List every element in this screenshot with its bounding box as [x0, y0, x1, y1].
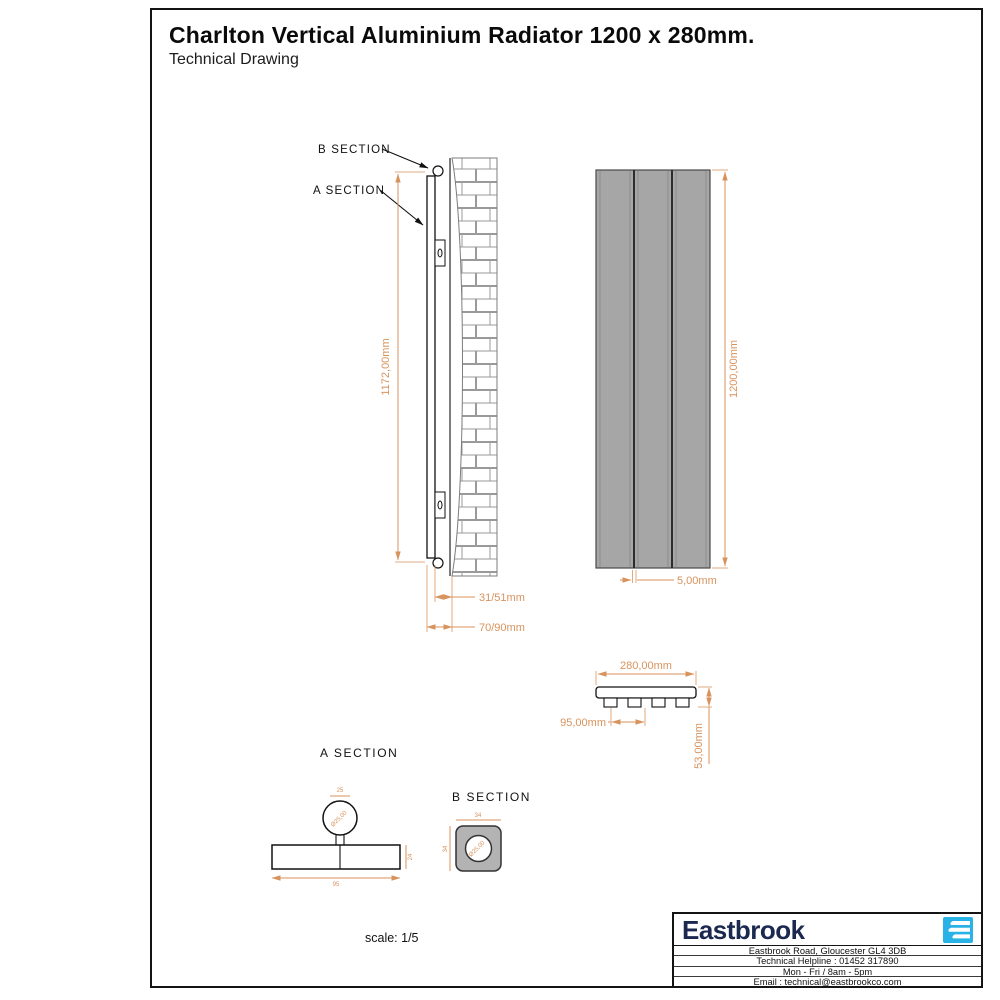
page-subtitle: Technical Drawing [169, 51, 299, 68]
a-section-round-channel [322, 800, 358, 836]
page-title: Charlton Vertical Aluminium Radiator 120… [169, 22, 755, 48]
eastbrook-logo-icon [943, 916, 973, 943]
dim-wall-to-face-label: 31/51mm [479, 592, 525, 604]
a-section-flat-tube [271, 844, 401, 870]
dim-height-1200-label: 1200,00mm [728, 340, 740, 398]
radiator-side-profile [426, 175, 436, 559]
dim-wall-to-front-label: 70/90mm [479, 622, 525, 634]
scale-note: scale: 1/5 [365, 931, 419, 945]
logo-row: Eastbrook [674, 914, 981, 946]
b-section-detail-label: B SECTION [452, 790, 531, 804]
side-view: B SECTION A SECTION 1172,00mm 31/51mm 70… [313, 144, 525, 634]
radiator-front-body [595, 169, 711, 569]
company-email: Email : technical@eastbrookco.com [753, 977, 902, 988]
b-section-leader [381, 148, 429, 169]
company-helpline: Technical Helpline : 01452 317890 [674, 956, 981, 967]
dim-height-1172-label: 1172,00mm [380, 338, 392, 395]
a-section-top-dim: 25 [337, 788, 344, 794]
b-section-detail: B SECTION Ø25,00 34 34 [443, 790, 531, 872]
a-section-detail-label: A SECTION [320, 746, 398, 760]
a-section-width-dim: 95 [333, 882, 340, 888]
top-air-vent [432, 165, 444, 177]
dim-panel-gap-label: 5,00mm [677, 575, 717, 587]
a-section-leader [379, 189, 424, 226]
dim-width-280-label: 280,00mm [620, 660, 672, 672]
drawing-frame [150, 8, 983, 988]
company-address: Eastbrook Road, Gloucester GL4 3DB [674, 946, 981, 957]
eastbrook-logo-text: Eastbrook [682, 914, 805, 945]
title-block: Charlton Vertical Aluminium Radiator 120… [169, 22, 755, 69]
dim-depth-53-label: 53,00mm [693, 723, 705, 769]
bottom-valve [432, 557, 444, 569]
front-view: 1200,00mm 5,00mm [595, 169, 740, 587]
panel-edge-shading [599, 171, 707, 567]
a-section-callout-label: A SECTION [313, 185, 385, 197]
b-section-side-dim: 34 [443, 845, 449, 852]
a-section-side-dim: 24 [408, 853, 414, 860]
b-section-hole [464, 834, 493, 863]
plan-top-plate [595, 686, 697, 699]
b-section-callout-label: B SECTION [318, 144, 391, 156]
dim-spacing-95-label: 95,00mm [560, 717, 606, 729]
a-section-detail: A SECTION Ø25,00 25 24 95 [271, 746, 414, 888]
company-info-box: Eastbrook Eastbrook Road, Gloucester GL4… [672, 912, 983, 988]
wall-bracket-top [434, 239, 446, 267]
b-section-top-dim: 34 [475, 813, 482, 819]
company-hours: Mon - Fri / 8am - 5pm [674, 967, 981, 978]
wall-bracket-bottom [434, 491, 446, 519]
brick-wall [451, 157, 498, 577]
top-view: 280,00mm 95,00mm 53,00mm [560, 660, 712, 769]
plan-connections [603, 697, 690, 708]
